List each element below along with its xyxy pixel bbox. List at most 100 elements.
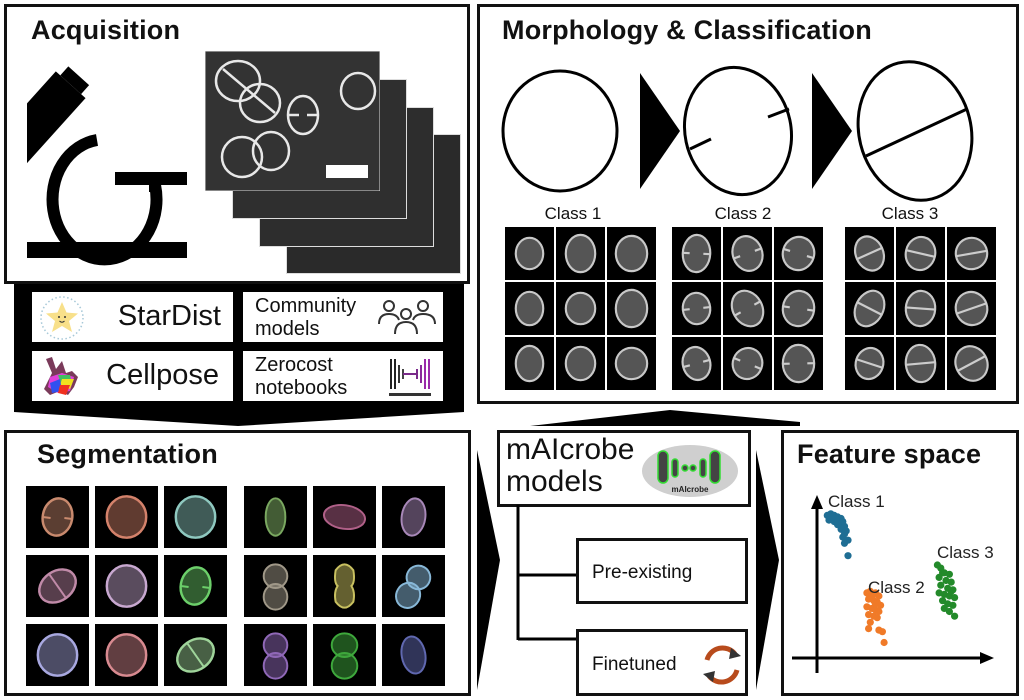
microscope-icon — [27, 66, 187, 266]
tool-stardist[interactable]: StarDist — [31, 291, 234, 343]
scatter-point-class-2 — [880, 638, 888, 647]
maicrobe-models-box[interactable]: mAIcrobe models mAIcrobe — [497, 430, 751, 507]
models-tree-connector — [516, 505, 582, 641]
segmentation-title: Segmentation — [37, 439, 218, 469]
class-1-example-tile — [505, 282, 554, 335]
class-1-example-tile — [505, 227, 554, 280]
stage-partial-septum — [682, 65, 794, 197]
class-2-example-tile — [774, 337, 823, 390]
stage-arrow-2 — [812, 73, 852, 189]
acquisition-panel: Acquisition — [4, 4, 470, 284]
scatter-point-class-3 — [951, 594, 959, 602]
class-2-example-tile — [723, 337, 772, 390]
class-1-example-tile — [607, 337, 656, 390]
class-2-example-tile — [672, 227, 721, 280]
class-1-example-tile — [505, 337, 554, 390]
feature-space-scatter: Class 1 Class 2 Class 3 — [792, 492, 994, 673]
stage-complete-septum — [856, 60, 974, 202]
class-3-example-tile — [947, 282, 996, 335]
scatter-label-class-1: Class 1 — [828, 492, 885, 511]
class-3-example-tile — [896, 227, 945, 280]
segmentation-left-tile — [164, 486, 227, 548]
segmentation-left-tile — [164, 555, 227, 617]
class-3-example-tile — [845, 227, 894, 280]
tool-community-line1: Community — [255, 295, 357, 317]
class-1-example-tile — [556, 227, 605, 280]
class-2-example-tile — [672, 282, 721, 335]
pre-existing-label: Pre-existing — [592, 562, 693, 583]
arrow-right-to-models — [477, 450, 500, 690]
cellpose-logo-icon — [44, 357, 78, 395]
zerocostdl4mic-logo-icon — [389, 359, 431, 396]
scatter-point-class-3 — [947, 587, 955, 595]
class-2-example-tile — [723, 227, 772, 280]
segmentation-right-tile — [244, 555, 307, 617]
morphology-classification-panel: Morphology & Classification Class 1 Clas… — [477, 4, 1019, 404]
feature-space-title: Feature space — [797, 439, 982, 469]
class-1-example-tile — [556, 282, 605, 335]
segmentation-left-tile — [95, 624, 158, 686]
segmentation-right-tile — [382, 624, 445, 686]
segmentation-left-tile — [26, 555, 89, 617]
segmentation-left-tile — [26, 486, 89, 548]
tool-zerocost-line1: Zerocost — [255, 354, 333, 376]
class-3-example-tile — [845, 282, 894, 335]
segmentation-left-tile — [164, 624, 227, 686]
pre-existing-model-option[interactable]: Pre-existing — [576, 538, 748, 604]
class-1-example-tile — [607, 227, 656, 280]
x-axis-arrowhead — [980, 652, 994, 664]
scatter-point-class-3 — [945, 570, 953, 578]
finetuned-label: Finetuned — [592, 654, 677, 675]
stage-no-septum — [501, 69, 619, 193]
tool-zerocost-line2: notebooks — [255, 377, 348, 399]
people-icon — [378, 300, 436, 335]
finetuned-model-option[interactable]: Finetuned — [576, 629, 748, 696]
tool-cellpose-label: Cellpose — [106, 359, 219, 391]
maicrobe-logo-icon: mAIcrobe — [642, 445, 738, 497]
acquisition-title: Acquisition — [31, 15, 181, 45]
class-1-example-tile — [607, 282, 656, 335]
scatter-point-class-1 — [840, 539, 849, 547]
arrow-right-to-feature-space — [756, 450, 779, 690]
class-3-label: Class 3 — [881, 204, 939, 223]
scatter-point-class-2 — [878, 628, 886, 636]
feature-space-panel: Feature space Class 1 Class 2 Class 3 — [781, 430, 1019, 696]
scatter-point-class-3 — [939, 569, 947, 577]
stage-arrow-1 — [640, 73, 680, 189]
arrow-up-to-morphology — [530, 410, 800, 426]
microscopy-image-stack — [205, 49, 465, 274]
segmentation-right-tile — [313, 624, 376, 686]
class-3-example-tile — [896, 337, 945, 390]
class-2-example-tile — [774, 227, 823, 280]
class-2-label: Class 2 — [714, 204, 772, 223]
class-3-example-tile — [947, 227, 996, 280]
segmentation-right-tile — [244, 624, 307, 686]
scatter-point-class-2 — [875, 607, 883, 616]
maicrobe-title-line1: mAIcrobe — [506, 433, 635, 466]
scatter-point-class-1 — [834, 521, 842, 529]
scatter-point-class-2 — [865, 625, 873, 633]
scatter-point-class-1 — [828, 513, 837, 521]
segmentation-right-tile — [382, 555, 445, 617]
segmentation-right-tile — [382, 486, 445, 548]
y-axis-arrowhead — [811, 495, 823, 509]
tool-stardist-label: StarDist — [117, 300, 221, 332]
class-3-example-tile — [947, 337, 996, 390]
class-2-example-tile — [672, 337, 721, 390]
segmentation-right-tile — [313, 486, 376, 548]
tool-cellpose[interactable]: Cellpose — [31, 350, 234, 402]
segmentation-right-tile — [244, 486, 307, 548]
class-1-example-tile — [556, 337, 605, 390]
segmentation-panel: Segmentation — [4, 430, 471, 696]
class-2-example-tile — [723, 282, 772, 335]
class-2-example-tile — [774, 282, 823, 335]
scatter-point-class-1 — [840, 530, 849, 538]
scatter-point-class-2 — [866, 618, 874, 626]
tool-community-models[interactable]: Community models — [242, 291, 444, 343]
scatter-label-class-2: Class 2 — [868, 578, 925, 597]
maicrobe-logo-caption: mAIcrobe — [672, 485, 709, 494]
scatter-point-class-2 — [871, 600, 880, 608]
tool-zerocost-notebooks[interactable]: Zerocost notebooks — [242, 350, 444, 402]
scatter-point-class-3 — [937, 581, 945, 589]
maicrobe-title-line2: models — [506, 465, 603, 498]
